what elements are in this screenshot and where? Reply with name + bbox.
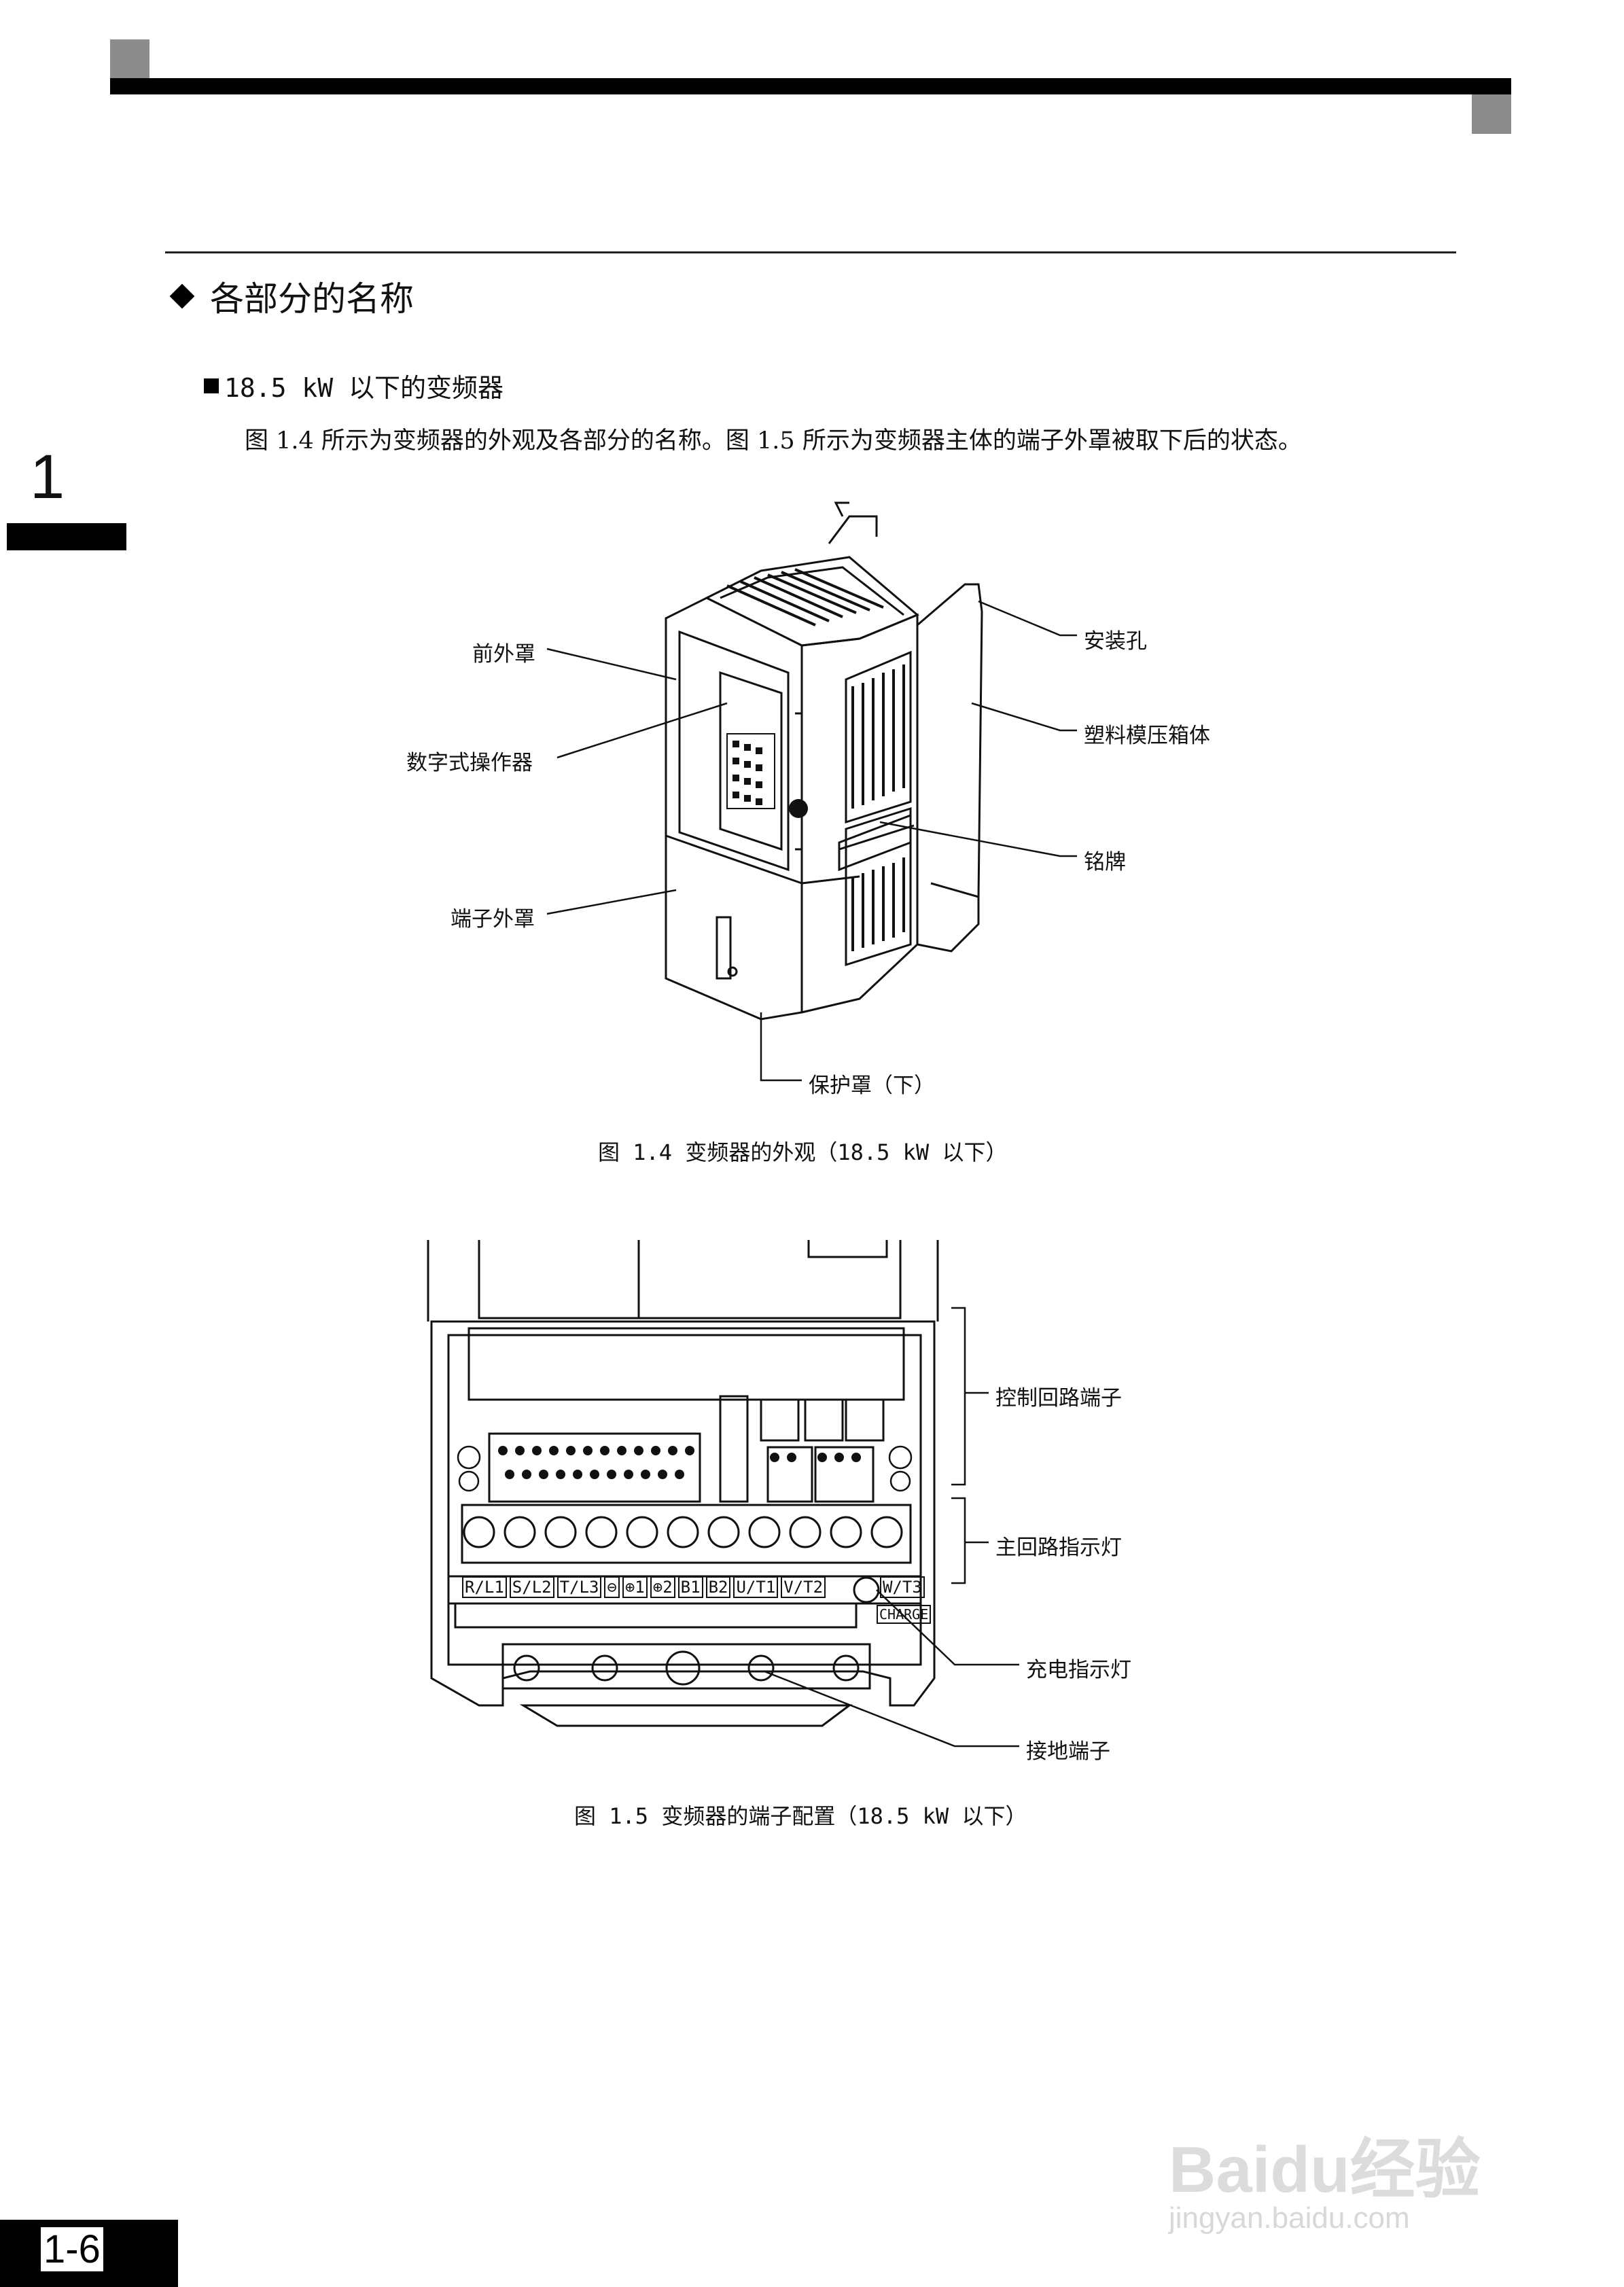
chapter-bar	[7, 523, 126, 550]
header-left-square	[110, 39, 149, 79]
label-protective-cover: 保护罩（下）	[809, 1074, 935, 1098]
terminal-mark-row: R/L1 S/L2 T/L3 ⊖ ⊕1 ⊕2 B1 B2 U/T1 V/T2	[462, 1576, 826, 1598]
page-number: 1-6	[41, 2227, 103, 2272]
header-right-square	[1472, 94, 1511, 134]
terminal-mark: W/T3	[880, 1576, 925, 1598]
watermark-logo: Baidu经验	[1169, 2133, 1481, 2206]
terminal-mark: U/T1	[733, 1576, 779, 1598]
label-front-cover: 前外罩	[472, 642, 535, 667]
figure1-caption: 图 1.4 变频器的外观（18.5 kW 以下）	[598, 1139, 1008, 1165]
sub-title: 18.5 kW 以下的变频器	[204, 367, 504, 404]
terminal-mark: T/L3	[557, 1576, 602, 1598]
terminal-mark: B2	[705, 1576, 731, 1598]
terminal-mark: B1	[677, 1576, 703, 1598]
square-bullet-icon	[204, 378, 219, 393]
terminal-mark: V/T2	[781, 1576, 826, 1598]
sub-title-text: 18.5 kW 以下的变频器	[224, 373, 504, 403]
watermark-url: jingyan.baidu.com	[1169, 2201, 1410, 2235]
page-number-text: 1-6	[41, 2227, 103, 2271]
section-title: 各部分的名称	[166, 272, 414, 321]
terminal-mark: S/L2	[509, 1576, 554, 1598]
label-main-indicator: 主回路指示灯	[995, 1536, 1122, 1560]
terminal-mark: R/L1	[462, 1576, 507, 1598]
header-bar	[110, 78, 1511, 94]
label-digital-operator: 数字式操作器	[406, 751, 533, 775]
section-rule	[165, 251, 1456, 253]
figure2-caption: 图 1.5 变频器的端子配置（18.5 kW 以下）	[574, 1803, 1027, 1829]
terminal-mark: ⊕2	[650, 1576, 675, 1598]
label-charge-lamp: 充电指示灯	[1026, 1658, 1131, 1682]
section-title-text: 各部分的名称	[210, 279, 414, 319]
label-ground-terminal: 接地端子	[1026, 1739, 1110, 1764]
terminal-mark: ⊕1	[622, 1576, 648, 1598]
label-nameplate: 铭牌	[1084, 850, 1126, 874]
terminal-mark: ⊖	[604, 1576, 620, 1598]
terminal-layout-drawing	[427, 1240, 1019, 1748]
chapter-number: 1	[30, 442, 65, 512]
label-mounting-hole: 安装孔	[1084, 629, 1147, 654]
charge-text: CHARGE	[877, 1605, 932, 1624]
inverter-exterior-drawing	[546, 501, 1077, 1082]
label-plastic-case: 塑料模压箱体	[1084, 724, 1210, 748]
label-terminal-cover: 端子外罩	[451, 907, 535, 932]
intro-paragraph: 图 1.4 所示为变频器的外观及各部分的名称。图 1.5 所示为变频器主体的端子…	[245, 427, 1302, 455]
label-control-terminals: 控制回路端子	[995, 1386, 1122, 1411]
